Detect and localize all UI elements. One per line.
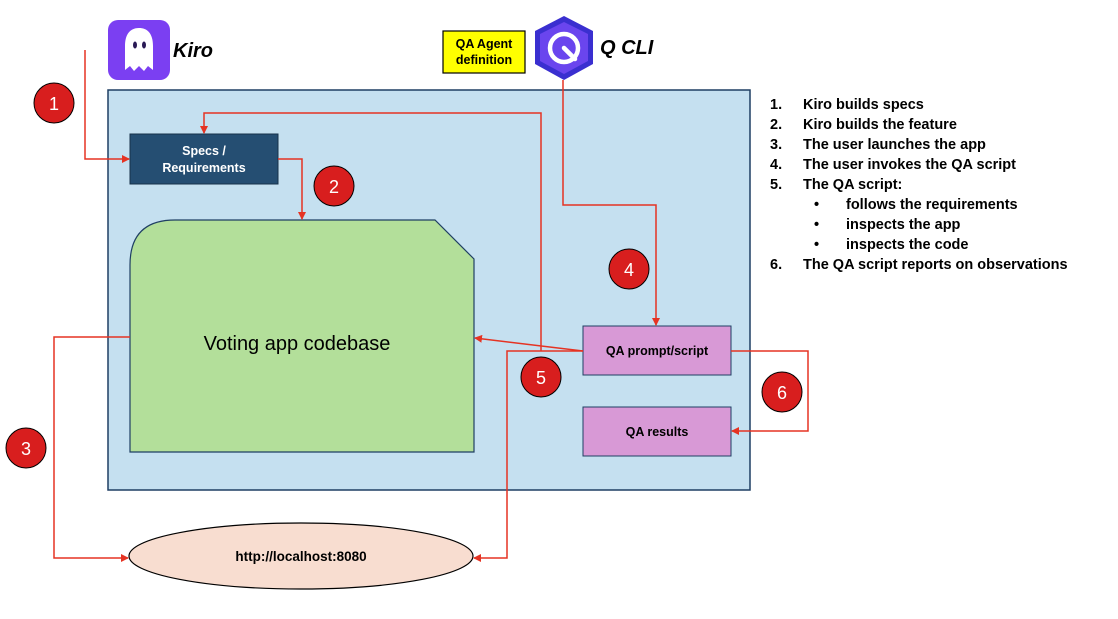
specs-requirements-box	[129, 133, 279, 185]
svg-text:3: 3	[21, 439, 31, 459]
svg-text:2: 2	[329, 177, 339, 197]
sub-step-item: •follows the requirements	[814, 197, 1018, 213]
step-item: 2.Kiro builds the feature	[770, 117, 957, 133]
step-item: 1.Kiro builds specs	[770, 97, 924, 113]
badge-3: 3	[5, 427, 47, 469]
q-cli-icon	[535, 16, 593, 80]
svg-text:4: 4	[624, 260, 634, 280]
badge-2: 2	[313, 165, 355, 207]
step-item: 3.The user launches the app	[770, 137, 986, 153]
codebase-box	[129, 219, 475, 453]
qa-script-label: QA prompt/script	[606, 344, 709, 358]
badge-4: 4	[608, 248, 650, 290]
badge-5: 5	[520, 356, 562, 398]
arrow-qa-script-to-codebase	[474, 334, 584, 352]
qa-agent-definition-line2: definition	[456, 53, 512, 67]
arrow-specs-to-codebase	[278, 158, 306, 220]
kiro-label: Kiro	[173, 40, 213, 62]
step-item: 4.The user invokes the QA script	[770, 157, 1016, 173]
sub-step-item: •inspects the code	[814, 237, 969, 253]
svg-text:6: 6	[777, 383, 787, 403]
svg-text:1: 1	[49, 94, 59, 114]
qa-agent-definition-line1: QA Agent	[456, 37, 514, 51]
step-item: 5.The QA script:	[770, 177, 903, 193]
badge-6: 6	[761, 371, 803, 413]
arrow-qa-script-to-localhost	[473, 350, 583, 562]
qa-agent-definition-box	[442, 30, 526, 74]
badge-1: 1	[33, 82, 75, 124]
arrow-kiro-to-specs	[84, 50, 130, 163]
svg-text:5: 5	[536, 368, 546, 388]
localhost-label: http://localhost:8080	[235, 549, 366, 564]
arrow-qa-script-to-results	[731, 350, 809, 435]
qcli-label: Q CLI	[600, 37, 654, 59]
qa-results-box	[582, 406, 732, 457]
arrow-qcli-to-qa-script	[562, 80, 660, 326]
arrow-qa-script-to-specs	[200, 112, 542, 351]
qa-results-label: QA results	[626, 425, 689, 439]
ghost-icon	[125, 28, 153, 71]
steps-list: 1.Kiro builds specs 2.Kiro builds the fe…	[770, 95, 1068, 275]
codebase-label: Voting app codebase	[204, 333, 391, 355]
sub-step-item: •inspects the app	[814, 217, 961, 233]
specs-label-line2: Requirements	[162, 161, 245, 175]
arrow-codebase-to-localhost	[53, 336, 130, 562]
specs-label-line1: Specs /	[182, 144, 226, 158]
kiro-logo	[108, 20, 170, 80]
step-item: 6.The QA script reports on observations	[770, 257, 1068, 273]
